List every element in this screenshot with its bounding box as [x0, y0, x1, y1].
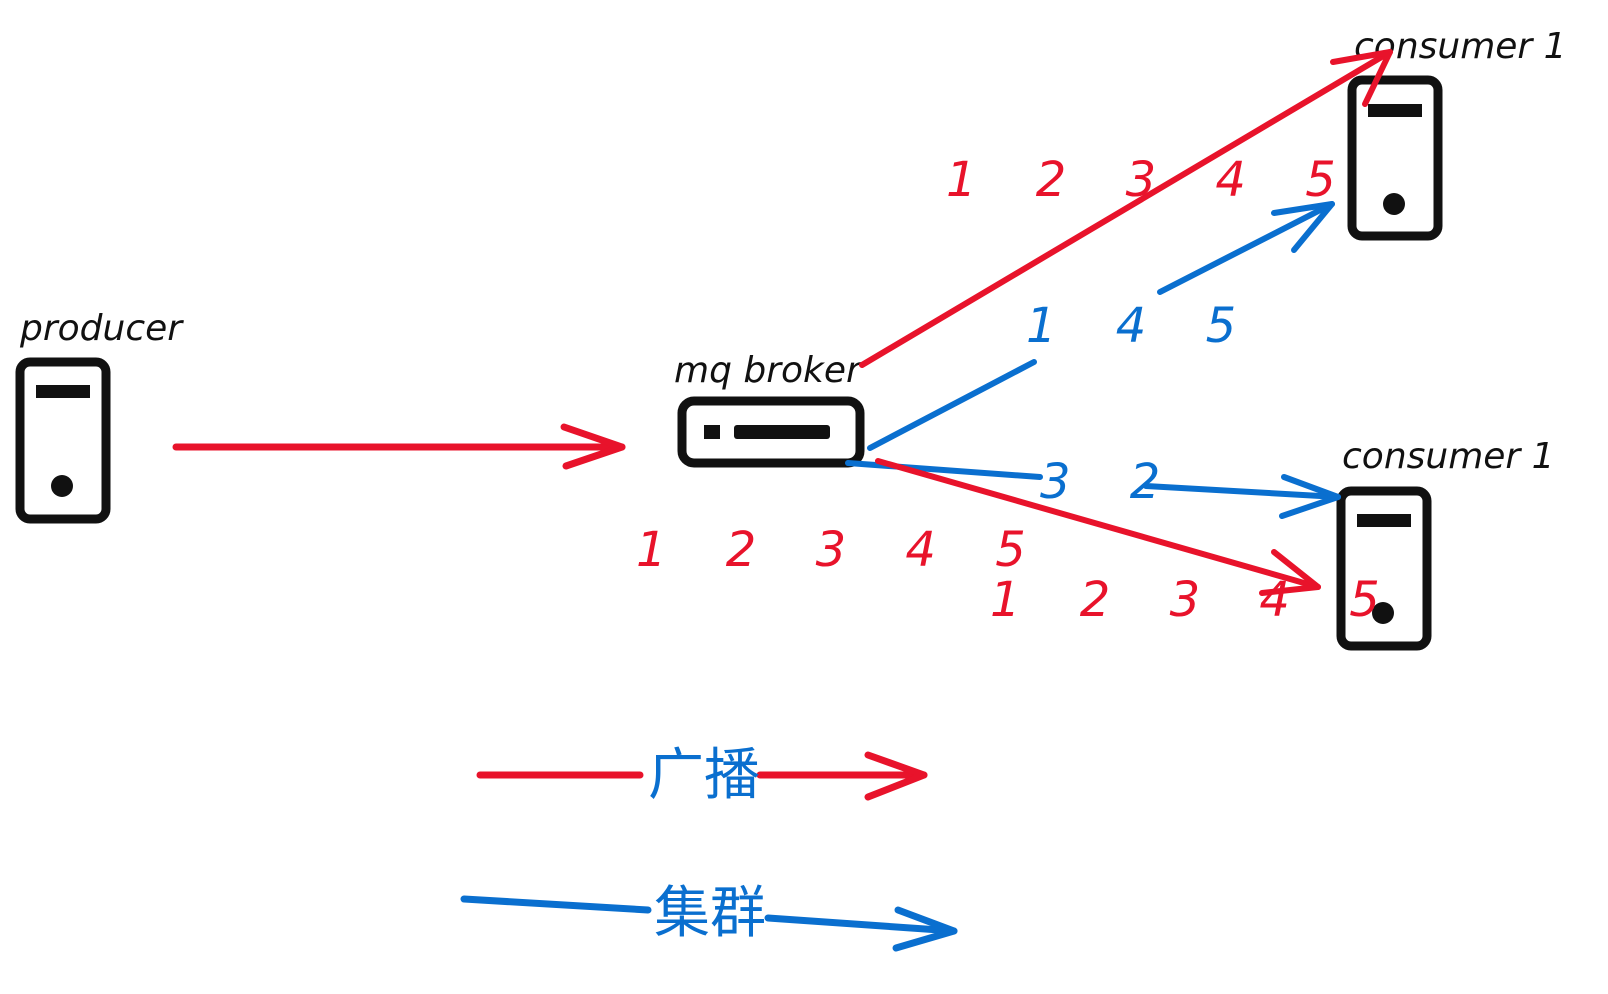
- cluster-top-messages: 1 4 5: [1026, 298, 1258, 354]
- broadcast-arrow-top: [859, 49, 1393, 368]
- legend-broadcast-arrow: [476, 751, 928, 801]
- consumer-top-label: consumer 1: [1354, 26, 1567, 67]
- broadcast-bottom-messages: 1 2 3 4 5: [990, 572, 1402, 628]
- consumer-bottom-label: consumer 1: [1342, 436, 1555, 477]
- cluster-bottom-messages: 3 2: [1040, 454, 1182, 510]
- cluster-arrow-bottom: [845, 460, 1341, 519]
- broker-label: mq broker: [674, 350, 863, 391]
- server-tower-icon: [1336, 486, 1432, 651]
- broker-node: mq broker 1 2 3 4 5: [636, 350, 1048, 578]
- broker-box-icon: [677, 396, 865, 468]
- legend-cluster: 集群: [460, 881, 958, 952]
- consumer-top-node: consumer 1: [1347, 26, 1567, 241]
- legend-cluster-arrow: [460, 895, 958, 952]
- server-tower-icon: [15, 357, 111, 524]
- producer-label: producer: [19, 308, 184, 349]
- legend-cluster-label: 集群: [654, 881, 766, 946]
- legend-broadcast: 广播: [476, 743, 928, 808]
- server-tower-icon: [1347, 75, 1443, 241]
- producer-to-broker-arrow: [172, 423, 626, 470]
- broadcast-top-messages: 1 2 3 4 5: [946, 152, 1358, 208]
- legend-broadcast-label: 广播: [648, 743, 760, 808]
- broadcast-arrow-bottom: [875, 458, 1321, 596]
- cluster-arrow-top: [867, 201, 1335, 451]
- producer-node: producer: [15, 308, 184, 524]
- broker-queue-messages: 1 2 3 4 5: [636, 522, 1048, 578]
- consumer-bottom-node: consumer 1: [1336, 436, 1555, 651]
